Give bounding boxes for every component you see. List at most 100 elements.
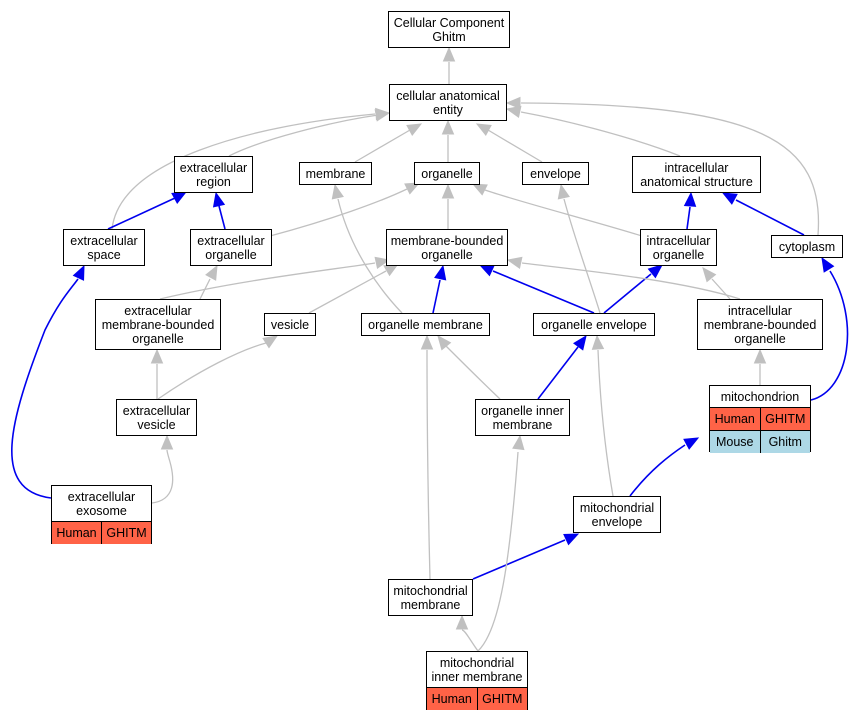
edge-ias-cae [520, 111, 681, 157]
arrowhead-oim-orgmem [437, 334, 452, 351]
node-memb[interactable]: membrane [299, 162, 372, 185]
node-label-line: organelle [652, 247, 705, 262]
node-label-line: Ghitm [432, 29, 466, 44]
arrowhead-exo-exsp [72, 264, 85, 281]
node-label-line: extracellular [70, 233, 138, 248]
edge-mmem-orgmem [426, 349, 431, 580]
gene-symbol-cell: Ghitm [759, 431, 810, 453]
arrowhead-menv-orgenv [591, 334, 605, 350]
node-label-line: vesicle [270, 317, 310, 332]
node-label-line: intracellular [664, 160, 729, 175]
node-label-line: vesicle [137, 417, 176, 432]
arrowhead-mito-inmbo [753, 348, 767, 364]
node-label-line: organelle [132, 331, 184, 346]
edge-inmbo-inorg [711, 278, 731, 300]
node-label-line: intracellular [728, 303, 792, 318]
edge-exreg-cae [228, 114, 379, 157]
node-label-line: extracellular [197, 233, 265, 248]
edge-cyto-ias [735, 199, 805, 236]
edge-exmbo-mbo [159, 262, 376, 300]
arrowhead-memb-cae [406, 123, 423, 136]
node-orgmem[interactable]: organelle membrane [361, 313, 490, 336]
node-label-line: envelope [591, 514, 643, 529]
arrowhead-cae-root [442, 46, 456, 62]
arrowhead-mito-cyto [821, 256, 835, 273]
node-label-line: organelle inner [481, 403, 564, 418]
edge-exorg-exreg [218, 205, 226, 230]
edge-orgmem-mbo [432, 279, 441, 314]
node-label-line: membrane-bounded [390, 233, 504, 248]
node-org[interactable]: organelle [414, 162, 480, 185]
arrowhead-mmem-menv [563, 533, 580, 546]
arrowhead-exsp-exreg [171, 191, 188, 204]
node-mito-title: mitochondrion [710, 386, 810, 408]
arrowhead-inorg-ias [683, 191, 697, 207]
arrowhead-orgmem-mbo [434, 264, 447, 281]
node-ves[interactable]: vesicle [264, 313, 316, 336]
edge-exo-exsp [11, 278, 79, 499]
gene-symbol-cell: GHITM [101, 522, 151, 544]
edge-orgenv-inorg [603, 273, 652, 314]
edge-orgmem-memb [337, 198, 403, 314]
node-label-line: extracellular [179, 160, 248, 175]
node-orgenv[interactable]: organelle envelope [533, 313, 655, 336]
species-cell: Human [427, 688, 477, 710]
arrowhead-orgenv-inorg [647, 264, 663, 279]
arrowhead-exmbo-mbo [374, 256, 391, 269]
edge-exsp-cae [111, 113, 376, 230]
node-label-line: envelope [530, 166, 581, 181]
edge-mmem-menv [472, 539, 566, 580]
edge-inorg-ias [686, 206, 691, 230]
arrowhead-exmbo-exorg [205, 264, 218, 281]
node-label-line: mitochondrion [720, 389, 800, 404]
arrowhead-env-cae [475, 123, 492, 136]
node-label-line: mitochondrial [579, 500, 655, 515]
node-label-line: membrane-bounded [703, 317, 817, 332]
edge-inorg-org [484, 189, 643, 237]
node-label-line: membrane [492, 417, 553, 432]
arrowhead-exves-ves [262, 335, 279, 349]
node-label-line: inner membrane [431, 669, 523, 684]
node-label-line: mitochondrial [439, 655, 515, 670]
arrowhead-exsp-cae [375, 107, 391, 121]
arrowhead-orgenv-mbo [478, 264, 495, 277]
node-label-line: space [87, 247, 121, 262]
node-label-line: cellular anatomical [396, 88, 500, 103]
edge-cyto-cae [520, 102, 820, 236]
edge-memb-cae [354, 129, 411, 163]
node-label-line: cytoplasm [778, 239, 836, 254]
gene-symbol-cell: GHITM [476, 688, 527, 710]
node-env[interactable]: envelope [522, 162, 589, 185]
edge-menv-mito [629, 444, 686, 497]
node-label-line: anatomical structure [640, 174, 753, 189]
node-label-line: organelle [421, 166, 473, 181]
arrowhead-org-cae [441, 119, 455, 135]
arrowhead-inmbo-mbo [506, 256, 523, 269]
node-cyto[interactable]: cytoplasm [771, 235, 843, 258]
node-label-line: membrane [400, 597, 461, 612]
node-label-line: organelle envelope [541, 317, 647, 332]
